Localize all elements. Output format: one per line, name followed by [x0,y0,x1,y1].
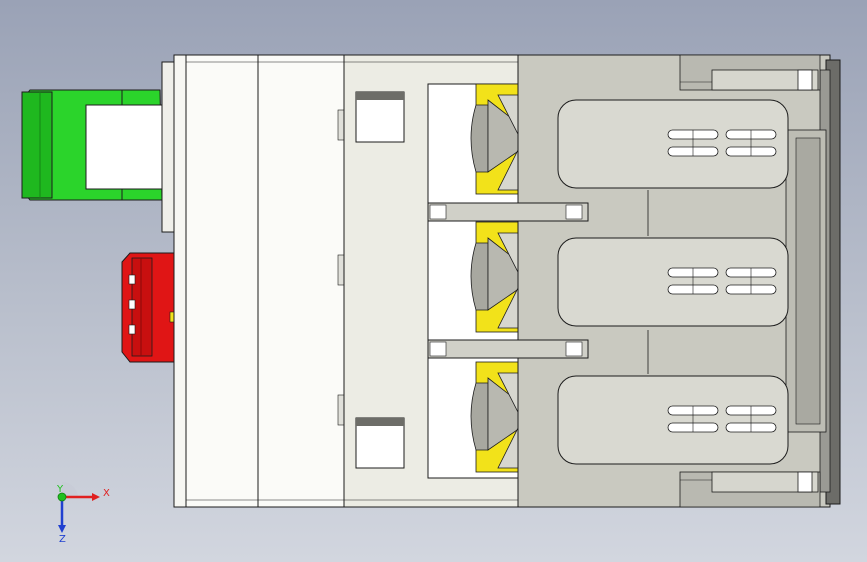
y-axis-label: Y [56,484,64,495]
bottom-clip [679,471,821,508]
z-axis-label: Z [59,534,66,545]
y-axis-dot [57,492,67,502]
jumper-bar-2[interactable] [427,339,589,359]
housing-window-2 [557,237,789,327]
z-axis-arrowhead [58,525,66,533]
green-start-button[interactable] [21,89,163,201]
housing-window-1 [557,99,789,189]
housing-window-3 [557,375,789,465]
main-body [185,54,347,508]
x-axis-label: X [103,488,110,499]
x-axis-arrowhead [92,493,100,501]
top-clip [679,54,821,91]
red-stop-button[interactable] [121,252,177,363]
coordinate-triad: X Y Z [56,481,110,545]
jumper-bar-1[interactable] [427,202,589,222]
